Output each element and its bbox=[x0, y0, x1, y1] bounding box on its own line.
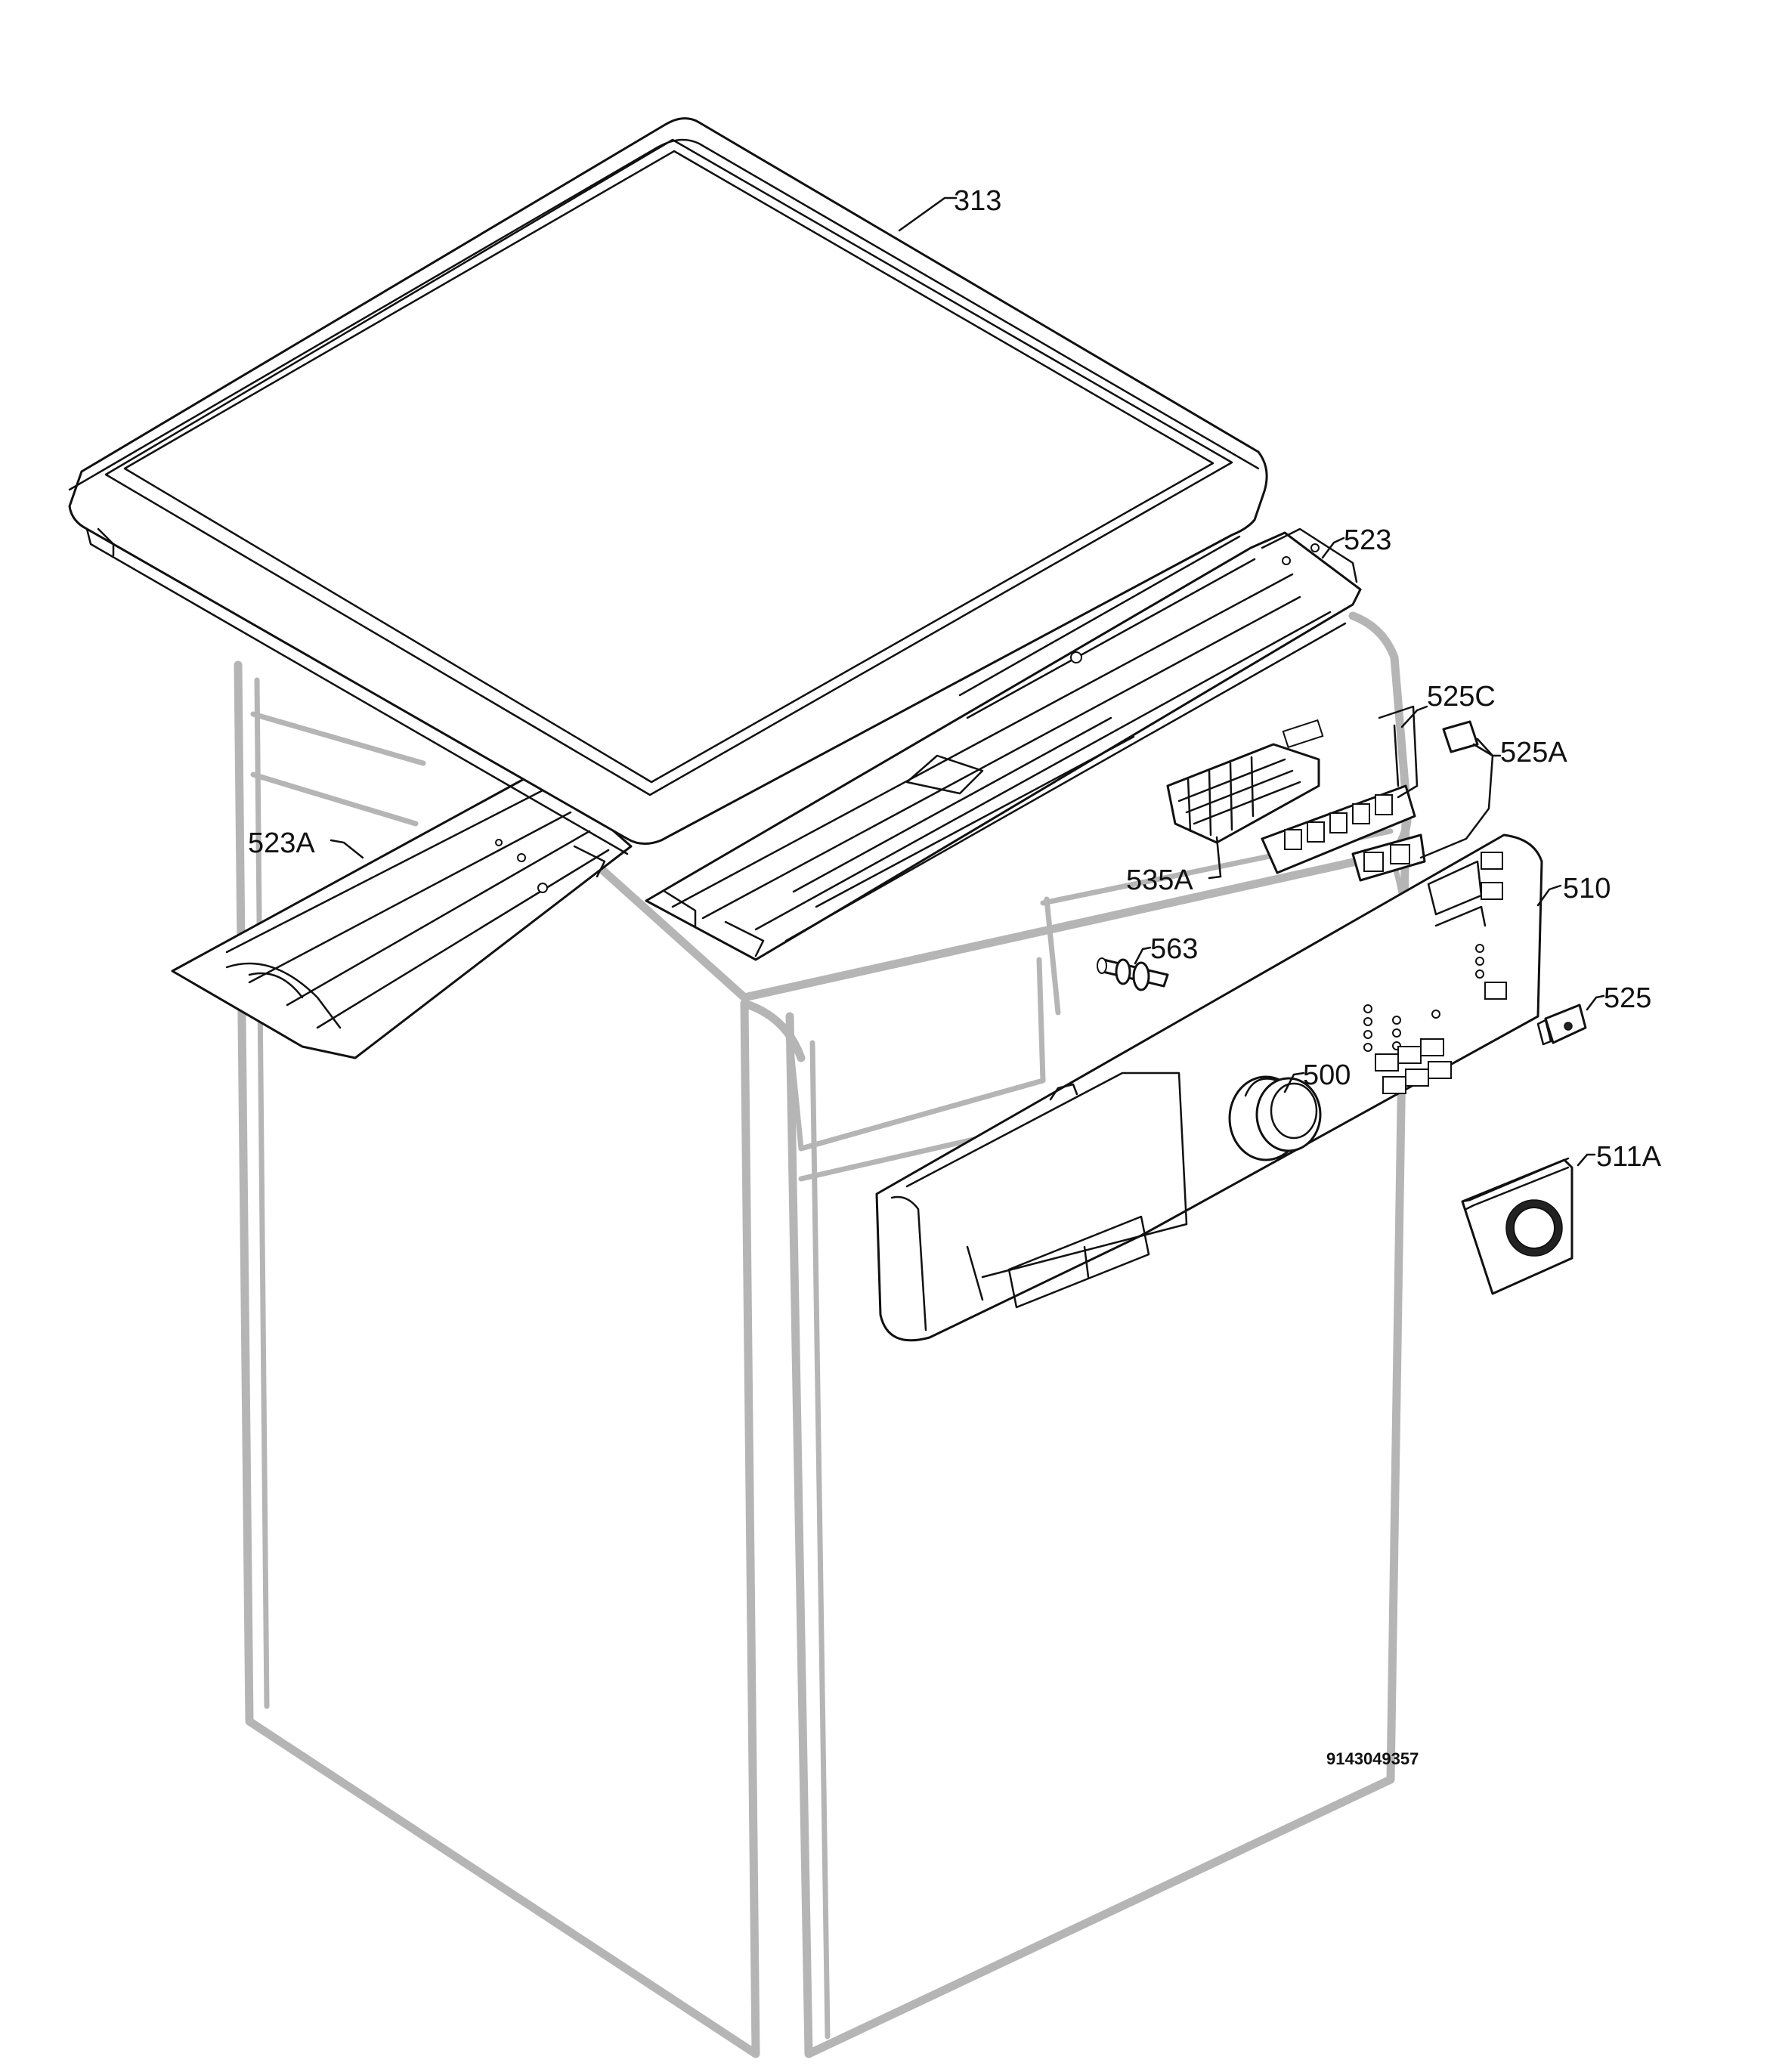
callout-523a: 523A bbox=[248, 827, 315, 859]
part-523-rail bbox=[645, 527, 1362, 961]
part-525a-connector bbox=[1419, 720, 1494, 859]
part-511a-panel bbox=[1461, 1157, 1573, 1295]
callout-labels: 313 523 523A 525C 525A 535A 510 563 525 … bbox=[248, 185, 1662, 1768]
callout-535a: 535A bbox=[1126, 864, 1193, 896]
callout-511a: 511A bbox=[1596, 1141, 1662, 1173]
part-510-control-panel bbox=[875, 833, 1543, 1342]
callout-510: 510 bbox=[1563, 873, 1611, 905]
part-525c-board bbox=[1261, 705, 1426, 882]
part-313-lid bbox=[68, 117, 1268, 855]
callout-523: 523 bbox=[1344, 524, 1391, 556]
callout-525: 525 bbox=[1604, 982, 1651, 1014]
callout-313: 313 bbox=[954, 185, 1001, 217]
document-number: 9143049357 bbox=[1326, 1749, 1419, 1768]
callout-500: 500 bbox=[1303, 1059, 1351, 1091]
leader-lines bbox=[330, 196, 1605, 1167]
callout-563: 563 bbox=[1150, 933, 1198, 965]
part-525-switch bbox=[1536, 1004, 1587, 1046]
part-535a-switch-module bbox=[1166, 719, 1324, 844]
part-500-knob bbox=[1228, 1075, 1322, 1161]
part-563-pin bbox=[1097, 957, 1169, 991]
callout-525a: 525A bbox=[1500, 737, 1567, 768]
callout-525c: 525C bbox=[1427, 681, 1496, 713]
part-523a-rail bbox=[171, 777, 633, 1059]
